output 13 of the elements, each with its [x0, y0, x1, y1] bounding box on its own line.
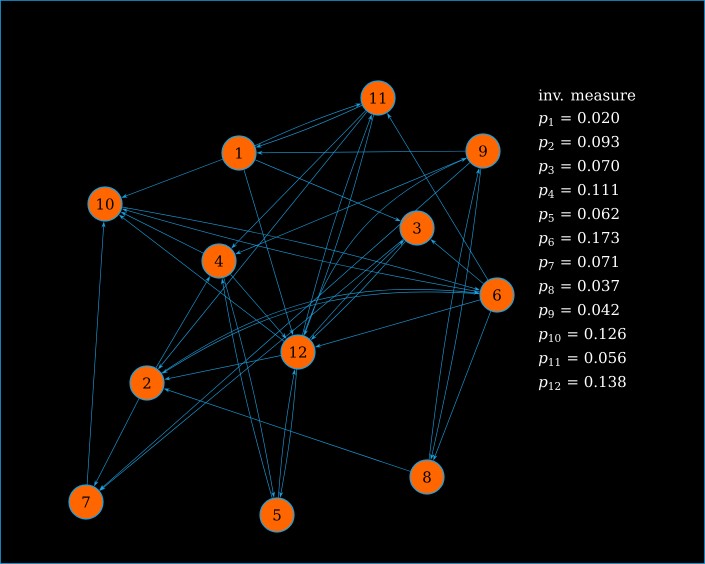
probability-label: p$_{3}$ = 0.070 — [538, 160, 619, 174]
legend-heading: inv. measure — [538, 89, 636, 101]
probability-label: p$_{5}$ = 0.062 — [538, 208, 619, 222]
probability-label: p$_{10}$ = 0.126 — [538, 328, 626, 342]
probability-label: p$_{1}$ = 0.020 — [538, 112, 619, 126]
probability-label: p$_{9}$ = 0.042 — [538, 304, 619, 318]
probability-label: p$_{4}$ = 0.111 — [538, 184, 618, 198]
probability-label: p$_{6}$ = 0.173 — [538, 232, 619, 246]
probability-label: p$_{2}$ = 0.093 — [538, 136, 619, 150]
probability-label: p$_{7}$ = 0.071 — [538, 256, 618, 270]
probability-label: p$_{12}$ = 0.138 — [538, 376, 626, 390]
probability-label: p$_{11}$ = 0.056 — [538, 352, 626, 366]
probability-label: p$_{8}$ = 0.037 — [538, 280, 619, 294]
